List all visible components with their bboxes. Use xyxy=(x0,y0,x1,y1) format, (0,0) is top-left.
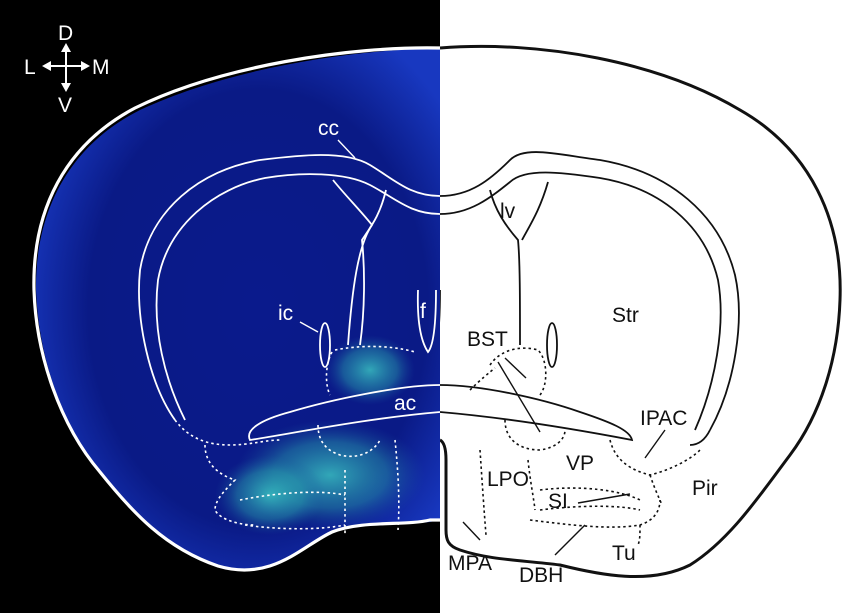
label-cc: cc xyxy=(318,117,339,140)
fluorescent-tissue xyxy=(35,48,440,569)
atlas-background xyxy=(440,0,850,613)
arrow-down-icon xyxy=(61,83,71,92)
compass-ventral-label: V xyxy=(58,94,72,117)
orientation-compass xyxy=(42,43,90,92)
label-si: SI xyxy=(548,490,568,513)
label-dbh: DBH xyxy=(519,564,563,587)
atlas-outlines xyxy=(440,44,842,579)
signal-region-lateral xyxy=(215,455,325,535)
tissue-outlines xyxy=(32,46,440,572)
label-lpo: LPO xyxy=(487,468,529,491)
label-pir: Pir xyxy=(692,477,718,500)
label-f: f xyxy=(420,300,426,323)
compass-lateral-label: L xyxy=(24,56,36,79)
label-vp: VP xyxy=(566,452,594,475)
label-ic: ic xyxy=(278,302,293,325)
ic-leader-line xyxy=(299,321,319,333)
arrow-right-icon xyxy=(81,61,90,71)
signal-region-bst xyxy=(325,335,415,405)
arrow-up-icon xyxy=(61,43,71,52)
label-lv: lv xyxy=(500,200,516,223)
compass-dorsal-label: D xyxy=(58,22,73,45)
compass-medial-label: M xyxy=(92,56,110,79)
label-mpa: MPA xyxy=(448,552,492,575)
label-ac: ac xyxy=(394,392,416,415)
label-str: Str xyxy=(612,304,639,327)
cc-leader-line xyxy=(337,139,356,159)
arrow-left-icon xyxy=(42,61,51,71)
label-tu: Tu xyxy=(612,542,636,565)
label-bst: BST xyxy=(467,328,508,351)
label-ipac: IPAC xyxy=(640,407,687,430)
